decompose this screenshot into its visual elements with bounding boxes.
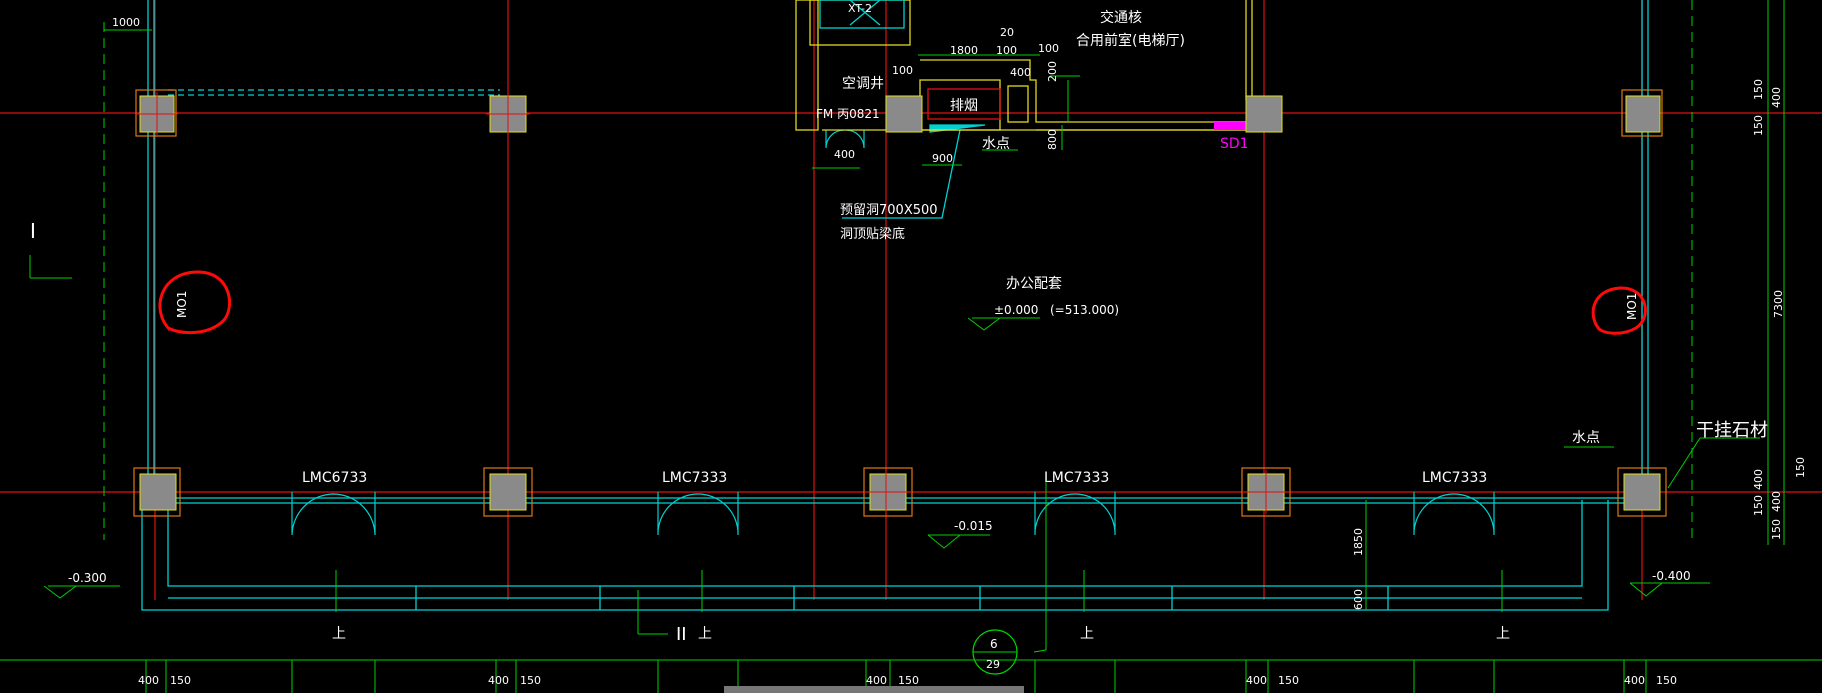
- dimension-ticks: [145, 660, 1647, 693]
- lobby-label: 合用前室(电梯厅): [1076, 32, 1185, 49]
- dim-text: 7300: [1772, 290, 1785, 318]
- dim-text: 150: [1752, 495, 1765, 516]
- room-name: 办公配套: [1006, 276, 1062, 292]
- room-elevation-abs: (=513.000): [1050, 303, 1119, 317]
- dim-text: 150: [1278, 674, 1299, 687]
- shaft-label: 空调井: [842, 76, 884, 92]
- door-swing-lmc6733: [291, 492, 376, 536]
- stair-up-label: 上: [332, 626, 346, 642]
- water-point-right: 水点: [1572, 430, 1600, 446]
- water-point-label: 水点: [982, 136, 1010, 152]
- dim-text: 200: [1046, 61, 1059, 82]
- column: [135, 89, 177, 137]
- sd1-marker: [1214, 122, 1248, 130]
- xt2-label: XT-2: [848, 2, 872, 15]
- dim-text: 400: [138, 674, 159, 687]
- door-swing-lmc7333-1: [657, 492, 739, 536]
- dim-text: 150: [1752, 115, 1765, 136]
- dim-text: 900: [932, 152, 953, 165]
- column: [885, 95, 923, 133]
- sd1-label: SD1: [1220, 136, 1249, 152]
- dim-text: 150: [1794, 457, 1807, 478]
- section-mark-2: II: [676, 624, 687, 645]
- level-mark: -0.300: [68, 571, 107, 585]
- dim-text: 400: [1770, 87, 1783, 108]
- section-mark-1: I: [30, 219, 36, 243]
- dim-text: 1850: [1352, 528, 1365, 556]
- dim-text: 400: [1246, 674, 1267, 687]
- dim-text: 150: [520, 674, 541, 687]
- core-label: 交通核: [1100, 9, 1142, 26]
- column-crosshairs: [135, 92, 1290, 514]
- dim-text: 400: [1752, 469, 1765, 490]
- room-elevation: ±0.000: [994, 303, 1038, 317]
- dim-text: 400: [1010, 66, 1031, 79]
- level-mark: -0.400: [1652, 569, 1691, 583]
- dim-text: 400: [488, 674, 509, 687]
- dim-text: 150: [1752, 79, 1765, 100]
- window-mark: LMC6733: [302, 470, 367, 486]
- dim-text: 100: [996, 44, 1017, 57]
- column: [1245, 95, 1283, 133]
- dim-text: 20: [1000, 26, 1014, 39]
- level-mark: -0.015: [954, 519, 993, 533]
- door-mark-mo1-left: MO1: [175, 291, 189, 318]
- dim-text: 150: [1656, 674, 1677, 687]
- stair-up-label: 上: [1080, 626, 1094, 642]
- dim-text: 100: [892, 64, 913, 77]
- door-swing-lmc7333-3: [1413, 492, 1495, 536]
- scrollbar-stub: [724, 686, 1024, 693]
- dim-text: 400: [834, 148, 855, 161]
- fire-door-label: FM 丙0821: [816, 107, 880, 121]
- dim-text: 150: [1770, 519, 1783, 540]
- dim-text: 1800: [950, 44, 978, 57]
- dim-text: 400: [866, 674, 887, 687]
- hole-note: 预留洞700X500: [840, 203, 938, 218]
- door-mark-mo1-right: MO1: [1625, 293, 1639, 320]
- drawing-labels: 1000 XT-2 交通核 合用前室(电梯厅) 20 1800 100 100 …: [30, 2, 1807, 687]
- window-mark: LMC7333: [1422, 470, 1487, 486]
- dimension-lines: [0, 0, 1822, 661]
- smoke-exhaust-label: 排烟: [950, 98, 978, 114]
- dim-text: 1000: [112, 16, 140, 29]
- stone-cladding-label: 干挂石材: [1696, 420, 1768, 441]
- stair-up-label: 上: [698, 626, 712, 642]
- dim-text: 600: [1352, 589, 1365, 610]
- dim-text: 400: [1624, 674, 1645, 687]
- dim-text: 400: [1770, 491, 1783, 512]
- dim-text: 800: [1046, 129, 1059, 150]
- dim-text: 100: [1038, 42, 1059, 55]
- stair-up-label: 上: [1496, 626, 1510, 642]
- column: [133, 467, 181, 517]
- column: [1621, 89, 1663, 137]
- dim-text: 150: [898, 674, 919, 687]
- column: [483, 467, 533, 517]
- detail-number: 6: [990, 637, 998, 651]
- highlight-circle-left: [158, 270, 231, 334]
- window-mark: LMC7333: [662, 470, 727, 486]
- detail-sheet: 29: [986, 658, 1000, 671]
- hole-note-2: 洞顶贴梁底: [840, 226, 905, 242]
- window-mark: LMC7333: [1044, 470, 1109, 486]
- dim-text: 150: [170, 674, 191, 687]
- column: [1617, 467, 1667, 517]
- highlight-circle-right: [1591, 286, 1647, 335]
